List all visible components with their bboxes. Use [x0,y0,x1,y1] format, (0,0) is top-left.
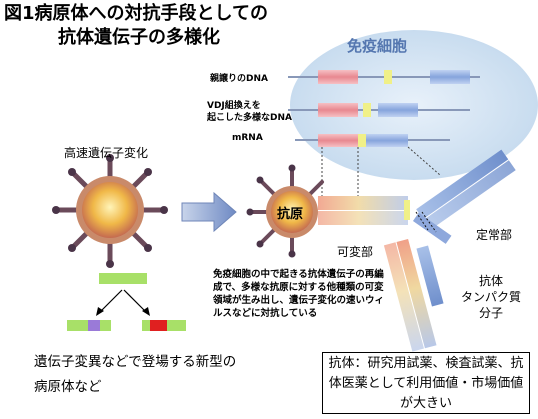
pathogen-virus [52,154,168,268]
mechanism-description: 免疫細胞の中で起きる抗体遺伝子の再編成で、多様な抗原に対する他種類の可変領域が生… [213,269,385,319]
transition-arrow [181,191,237,233]
antibody-value-box: 抗体：研究用試薬、検査試薬、抗体医薬として利用価値・市場価値が大きい [322,352,530,414]
antibody-label-line2: タンパク質 [460,290,521,304]
rapid-gene-change-label: 高速遺伝子変化 [64,146,149,160]
mrna-strand [295,134,450,147]
vdj-dna [288,103,470,117]
germline-dna-label: 親譲りのDNA [210,74,268,84]
gene-mutation [67,273,186,331]
antibody-label-line3: 分子 [478,306,503,320]
antibody-protein-label: 抗体 タンパク質 分子 [461,273,521,321]
constant-region-label: 定常部 [476,228,513,242]
page-title: 図1病原体への対抗手段としての 抗体遺伝子の多様化 [4,2,268,50]
new-pathogen-caption: 遺伝子変異などで登場する新型の病原体など [34,354,237,395]
variable-region-label: 可変部 [337,245,374,259]
antigen-label: 抗原 [277,207,304,222]
antigen-pathogen [246,164,324,258]
title-line1: 図1病原体への対抗手段としての [4,3,268,24]
antibody-label-line1: 抗体 [478,274,503,288]
vdj-label-line1: VDJ組換えを [207,101,261,111]
mrna-label: mRNA [232,133,263,143]
vdj-label-line2: 起こした多様なDNA [207,113,292,123]
immune-cell-label: 免疫細胞 [347,37,408,55]
antibody-molecule [318,149,516,352]
germline-dna [288,70,480,84]
title-line2: 抗体遺伝子の多様化 [58,27,220,48]
